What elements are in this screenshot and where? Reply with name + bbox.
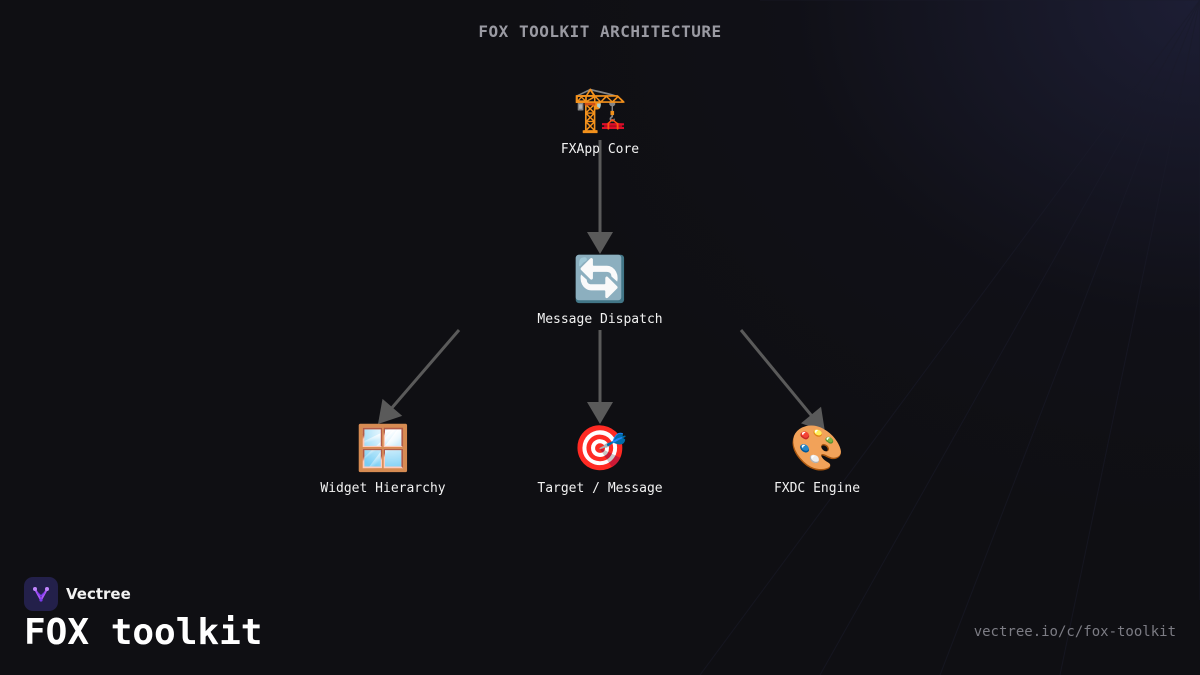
course-title: FOX toolkit (24, 612, 263, 653)
arrows-cycle-icon: 🔄 (572, 254, 628, 305)
diagram-title: FOX TOOLKIT ARCHITECTURE (478, 22, 722, 41)
arrowhead-dispatch-to-widgets (378, 398, 403, 424)
node-message-dispatch: 🔄 Message Dispatch (500, 252, 700, 327)
target-icon: 🎯 (572, 423, 628, 474)
node-label: FXApp Core (560, 142, 640, 157)
node-target-message: 🎯 Target / Message (500, 421, 700, 496)
arrowhead-dispatch-to-fxdc (800, 406, 825, 432)
edge-dispatch-to-widgets (386, 329, 461, 415)
window-icon: 🪟 (355, 423, 411, 474)
course-url: vectree.io/c/fox-toolkit (973, 624, 1176, 640)
node-fxapp-core: 🏗️ FXApp Core (500, 82, 700, 157)
brand: Vectree (24, 577, 131, 611)
palette-icon: 🎨 (789, 423, 845, 474)
node-label: Target / Message (537, 481, 663, 496)
arrowhead-dispatch-to-target (587, 402, 613, 424)
vectree-logo-icon (24, 577, 58, 611)
arrowhead-core-to-dispatch (587, 232, 613, 254)
node-label: FXDC Engine (773, 481, 861, 496)
edge-dispatch-to-fxdc (739, 329, 818, 423)
node-fxdc-engine: 🎨 FXDC Engine (717, 421, 917, 496)
node-label: Message Dispatch (537, 312, 663, 327)
node-label: Widget Hierarchy (320, 481, 446, 496)
brand-name: Vectree (66, 585, 131, 603)
construction-crane-icon: 🏗️ (572, 84, 628, 135)
node-widget-hierarchy: 🪟 Widget Hierarchy (283, 421, 483, 496)
